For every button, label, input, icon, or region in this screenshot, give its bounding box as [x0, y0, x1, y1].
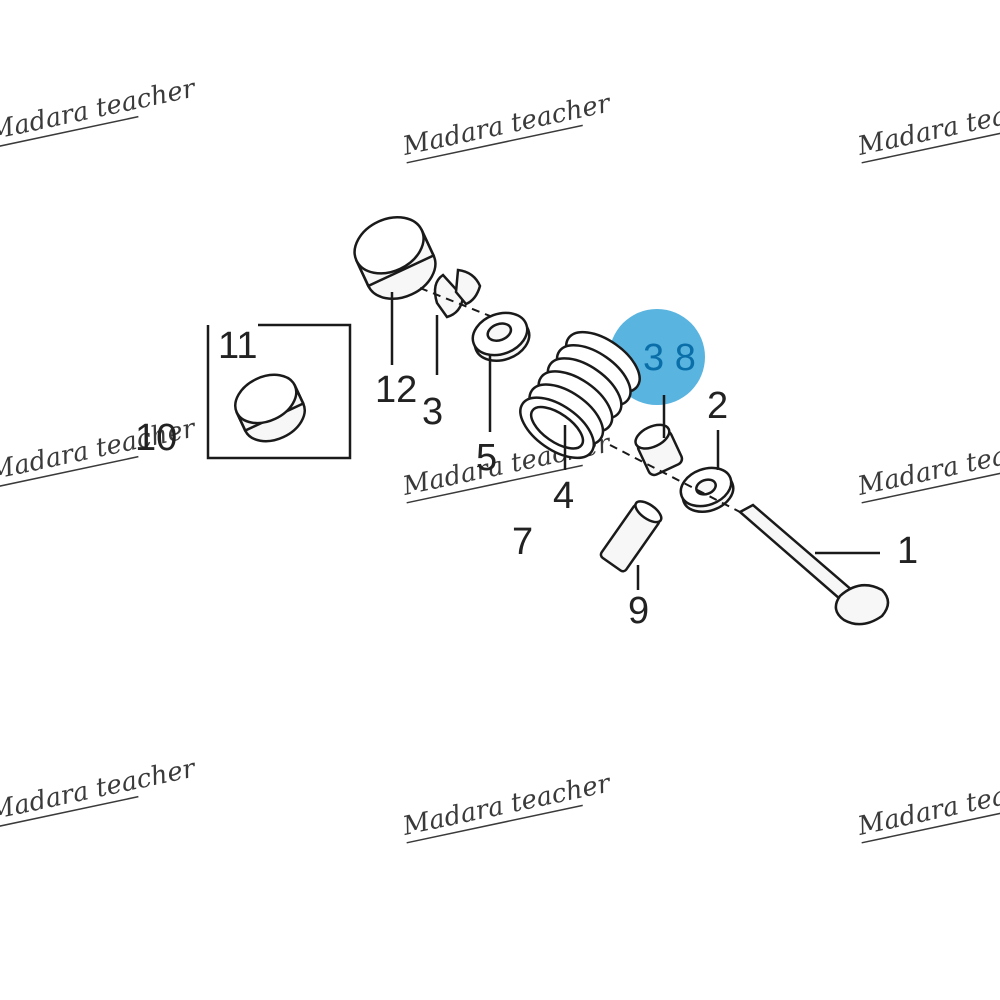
callout-5: 5 — [476, 437, 497, 479]
callout-3: 3 — [422, 391, 443, 433]
callout-2: 2 — [707, 385, 728, 427]
callout-4: 4 — [553, 475, 574, 517]
watermark-text: Madara teacher — [0, 753, 199, 827]
watermark-text: Madara teacher — [854, 88, 1000, 162]
valve-guide-part — [599, 500, 663, 590]
valve-cotter-part — [419, 268, 501, 375]
callout-11: 11 — [218, 325, 257, 367]
callout-12: 12 — [375, 369, 417, 411]
callout-10: 10 — [135, 417, 177, 459]
watermark-text: Madara teacher — [0, 73, 199, 147]
spring-seat-part — [679, 430, 735, 513]
callout-7: 7 — [512, 521, 533, 563]
callout-38: 3 8 — [643, 337, 696, 379]
valve-spring-part — [519, 330, 641, 470]
watermark-text: Madara teacher — [854, 768, 1000, 842]
watermark-text: Madara teacher — [854, 428, 1000, 502]
callouts: 11 10 12 3 5 4 3 8 2 7 1 9 — [135, 325, 918, 632]
shim-inset-box — [206, 323, 352, 460]
callout-1: 1 — [897, 530, 918, 572]
valve-lifter-part — [353, 216, 437, 365]
valve-part — [609, 444, 890, 626]
callout-9: 9 — [628, 590, 649, 632]
valve-stem-seal-part — [634, 395, 684, 477]
spring-retainer-part — [471, 311, 531, 432]
